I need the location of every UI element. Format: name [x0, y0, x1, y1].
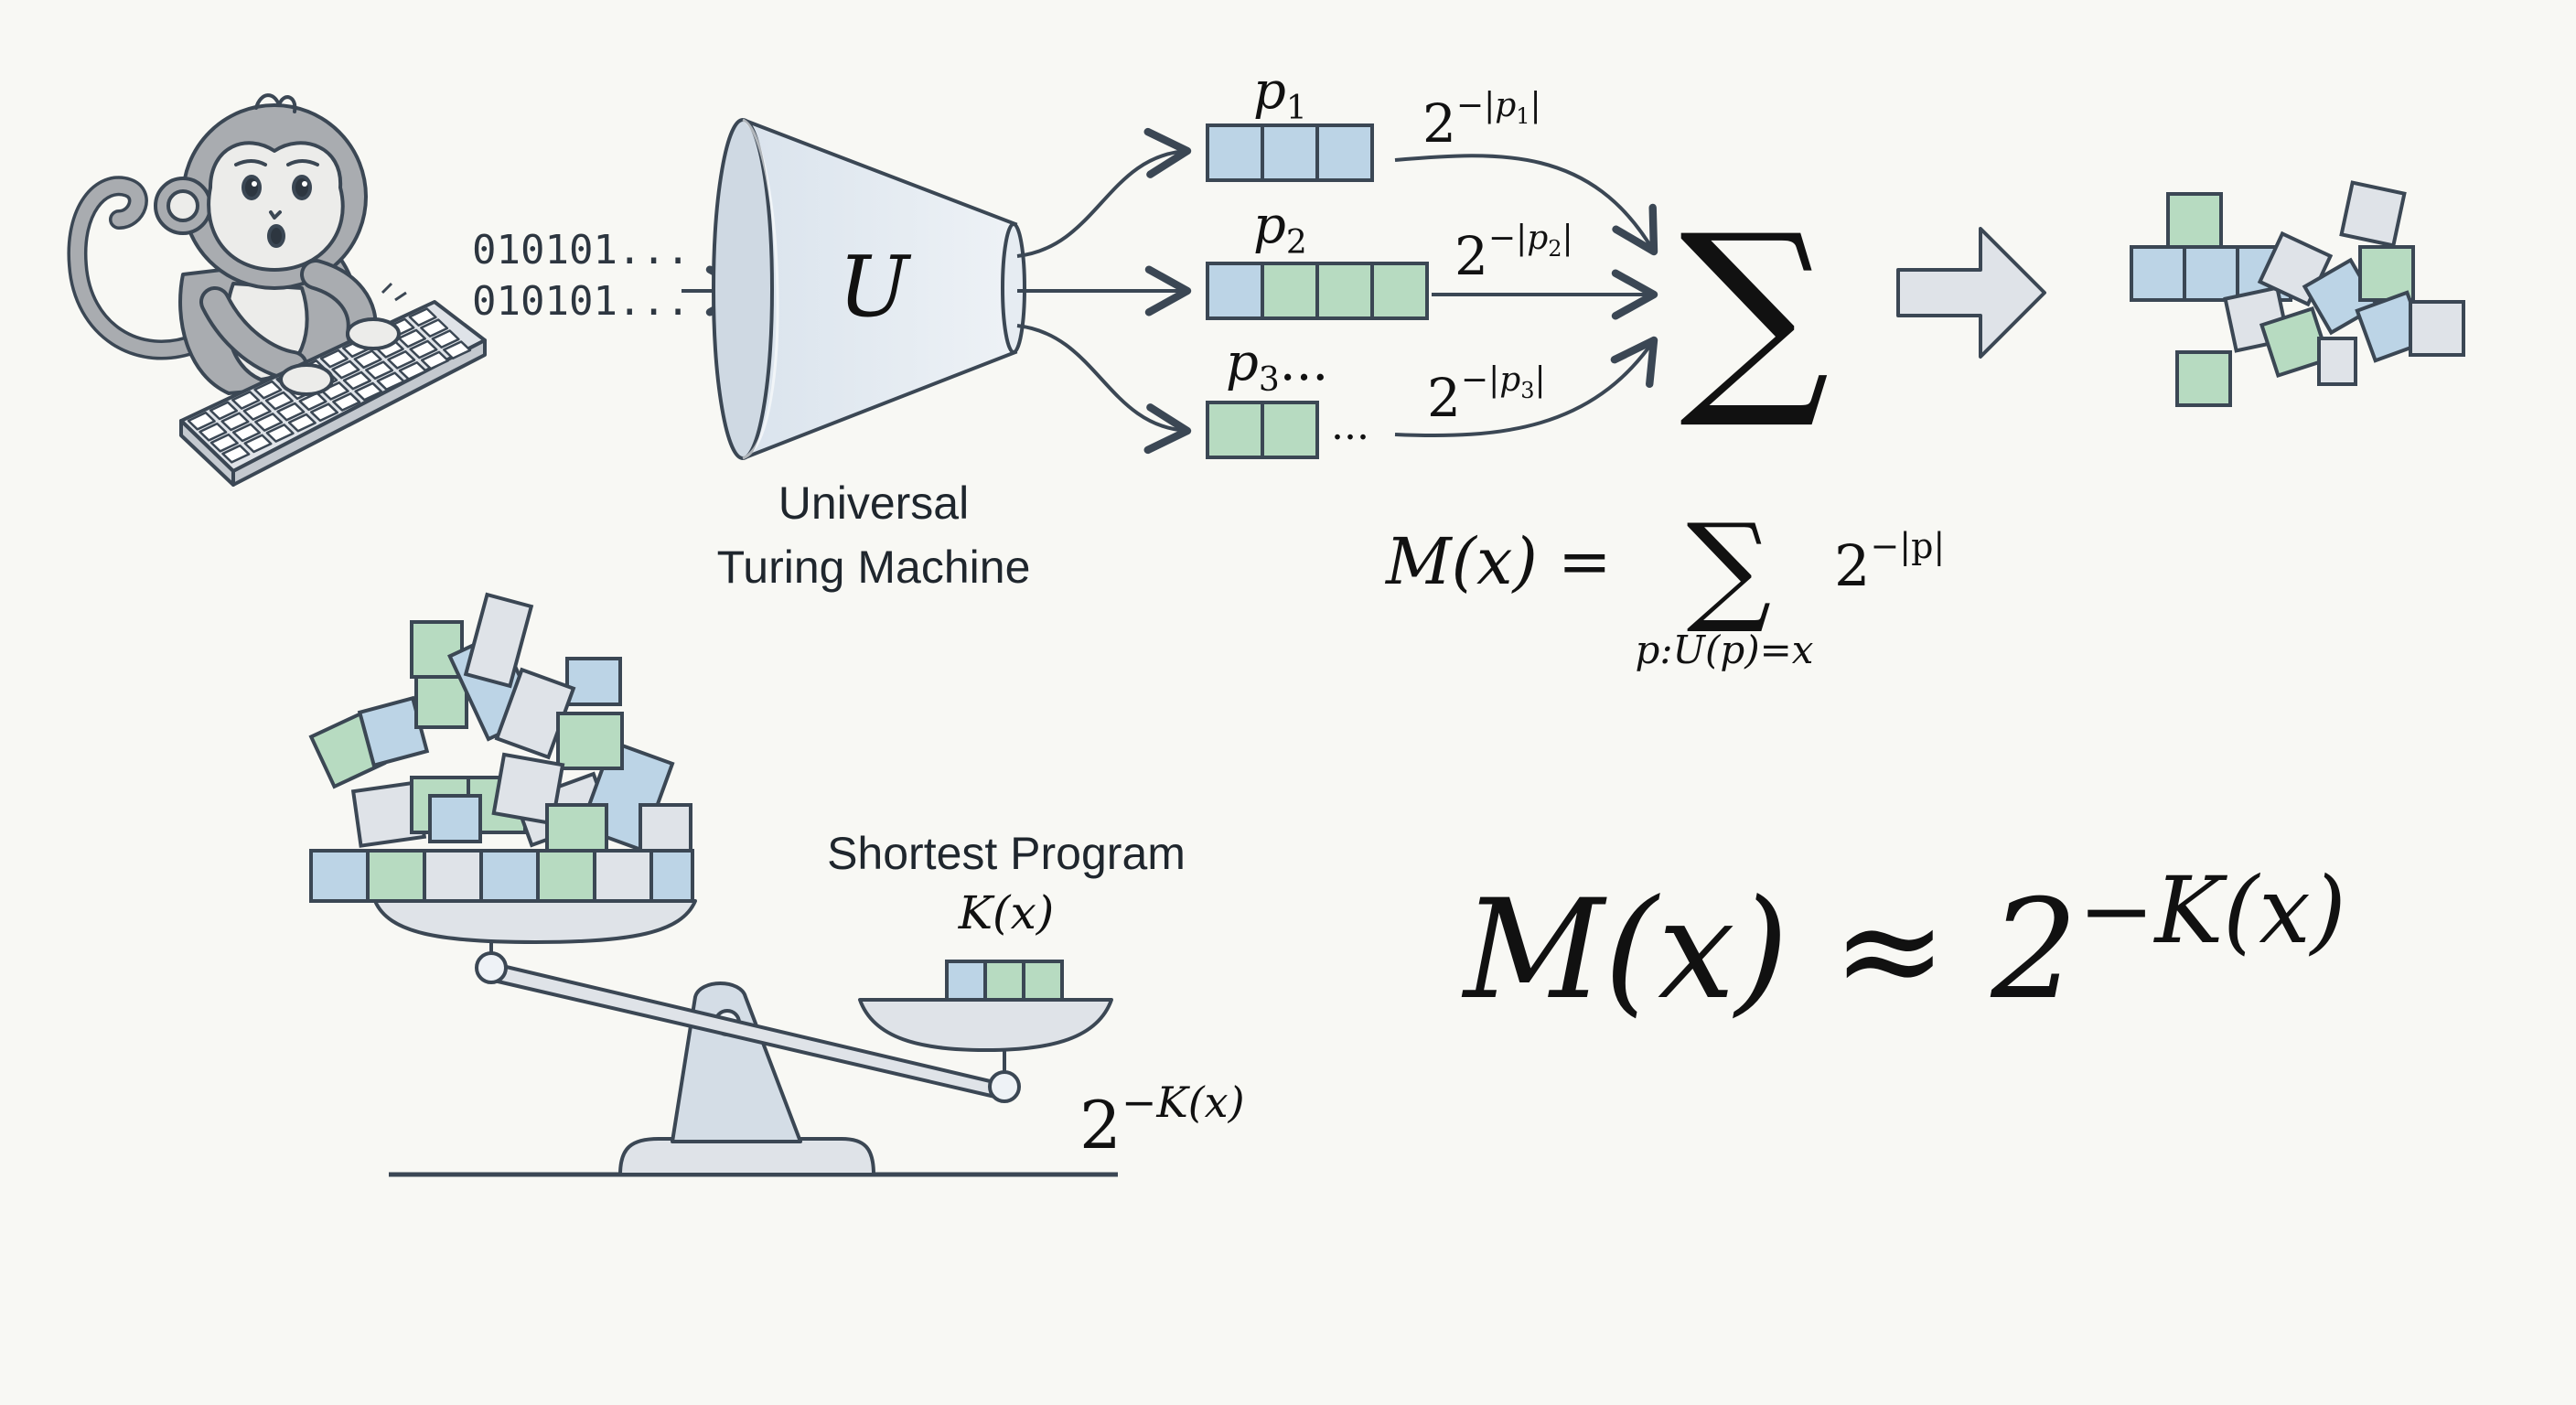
keyboard-key — [209, 433, 239, 453]
left-pan-block-pile — [308, 592, 694, 903]
keyboard-key — [231, 391, 261, 410]
output-blocks-cluster — [2130, 180, 2465, 407]
keyboard-key — [331, 359, 360, 380]
keyboard-key — [387, 349, 416, 370]
keyboard-key — [253, 380, 283, 400]
keyboard-key — [332, 392, 361, 412]
arrow-p1-to-sum — [1394, 154, 1658, 256]
keyboard-key — [354, 381, 383, 402]
monkey-typing-icon — [67, 93, 378, 395]
balance-scale-icon — [373, 899, 1118, 1177]
formula-mx-weight: 2−|p| — [1834, 526, 1945, 599]
keyboard-key — [376, 371, 405, 391]
arrow-to-p1 — [1016, 127, 1192, 258]
keyboard-key — [397, 328, 426, 349]
program-3-blocks — [1206, 401, 1319, 459]
formula-approx: M(x) ≈ 2−K(x) — [1461, 857, 2346, 1030]
keyboard-key — [254, 413, 284, 432]
keyboard-key — [365, 360, 394, 381]
utm-label-line-1: Universal — [778, 477, 969, 529]
program-3-label: p3... — [1226, 333, 1328, 399]
keyboard-key — [353, 349, 382, 370]
keyboard-key — [220, 412, 250, 432]
utm-symbol: U — [838, 238, 912, 336]
keyboard-key — [319, 349, 349, 369]
keyboard-key — [243, 434, 273, 454]
keyboard-key — [420, 350, 449, 370]
right-pan-blocks — [945, 960, 1064, 1002]
keyboard-key — [231, 423, 262, 443]
keyboard-key — [431, 329, 460, 349]
utm-label-line-2: Turing Machine — [717, 542, 1031, 593]
weight-p1: 2−|p1| — [1422, 87, 1541, 155]
bit-stream-line-1: 010101... — [472, 227, 690, 273]
keyboard-key — [320, 381, 349, 401]
shortest-program-label: Shortest Program — [827, 828, 1186, 879]
keyboard-key — [199, 422, 228, 442]
keyboard-key — [342, 370, 371, 391]
balance-weight: 2−K(x) — [1079, 1078, 1245, 1164]
keyboard-key — [264, 391, 294, 411]
keyboard-key — [409, 339, 438, 359]
formula-mx-under: p:U(p)=x — [1636, 627, 1814, 672]
program-1-blocks — [1206, 123, 1374, 182]
program-1-label: p1 — [1253, 61, 1307, 127]
keyboard-key — [187, 411, 216, 431]
weight-p2: 2−|p2| — [1454, 220, 1573, 287]
monkey-hands — [279, 282, 407, 396]
arrow-p3-to-sum — [1394, 336, 1658, 437]
keyboard-key — [209, 401, 239, 421]
bit-stream-line-2: 010101... — [472, 278, 690, 325]
arrow-to-p3 — [1016, 324, 1192, 455]
keyboard-key — [242, 402, 272, 421]
keyboard-key — [420, 318, 449, 338]
formula-mx-sum: ∑ — [1687, 498, 1772, 637]
program-2-blocks — [1206, 262, 1429, 320]
formula-mx-lhs: M(x) = — [1384, 524, 1612, 599]
shortest-program-kx: K(x) — [958, 886, 1055, 939]
keyboard-key — [398, 360, 427, 381]
keyboard-key — [287, 413, 317, 433]
keyboard-key — [265, 424, 295, 443]
weight-p3: 2−|p3| — [1427, 361, 1546, 429]
program-2-label: p2 — [1253, 196, 1307, 262]
keyboard-key — [276, 402, 306, 422]
universal-turing-machine-funnel — [712, 118, 1026, 460]
keyboard-key — [408, 307, 437, 327]
result-arrow-icon — [1896, 227, 2046, 359]
keyboard-key — [309, 402, 339, 423]
keyboard-key — [221, 444, 251, 464]
program-3-trailing: ... — [1331, 402, 1369, 449]
sum-symbol: ∑ — [1680, 190, 1830, 434]
keyboard-key — [443, 340, 472, 359]
